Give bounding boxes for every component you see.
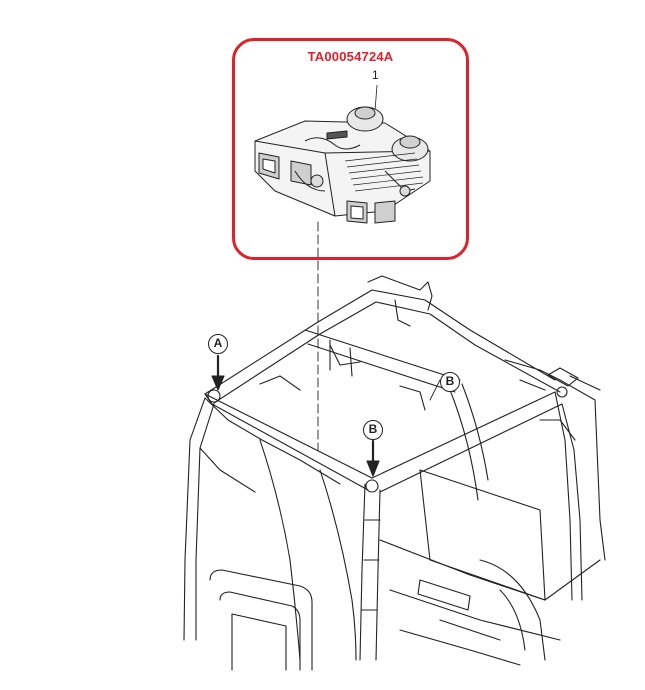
- hvac-housing: [254, 120, 431, 217]
- label-b-top: B: [363, 420, 383, 440]
- arrow-b-head: [366, 460, 380, 477]
- left-a-pillar-inner: [199, 397, 341, 493]
- item-number: 1: [372, 68, 379, 82]
- vent-center: [290, 160, 312, 186]
- rear-bracket: [367, 275, 433, 327]
- rear-roof-beam: [371, 289, 561, 393]
- arrow-a-head: [211, 375, 225, 391]
- mount-point-a: [207, 389, 221, 403]
- right-bracket: [547, 367, 579, 387]
- floor-outline: [379, 539, 601, 666]
- side-panel-curve: [319, 469, 357, 661]
- front-roof-beam: [204, 393, 373, 491]
- label-a: A: [208, 334, 228, 354]
- left-roof-beam: [204, 289, 377, 404]
- center-cross-member: [304, 329, 461, 393]
- right-rear-details: [504, 359, 576, 441]
- vent-right: [374, 200, 396, 224]
- right-cab-curve: [449, 383, 489, 501]
- door-frame: [209, 569, 313, 671]
- rear-panel: [419, 469, 546, 601]
- callout-box: TA00054724A 1: [232, 38, 469, 260]
- center-post: [359, 483, 381, 661]
- cross-bracket-details: [259, 344, 426, 411]
- right-roof-beam: [371, 391, 563, 493]
- mount-point-b: [365, 479, 379, 493]
- center-post-details: [361, 519, 381, 611]
- label-b-right: B: [440, 372, 460, 392]
- right-wheel-arch: [479, 559, 546, 661]
- hvac-unit-illustration: [254, 84, 431, 224]
- left-cab-curve: [259, 439, 301, 661]
- floor-details: [417, 579, 501, 641]
- right-rear-post: [554, 391, 583, 601]
- left-a-pillar: [183, 397, 215, 641]
- right-outer-frame: [559, 375, 606, 561]
- b-right-leader: [429, 379, 441, 401]
- mount-point-rear: [556, 386, 568, 398]
- part-number: TA00054724A: [307, 49, 394, 64]
- door-frame-inner: [231, 613, 287, 671]
- cooling-fins: [344, 152, 424, 192]
